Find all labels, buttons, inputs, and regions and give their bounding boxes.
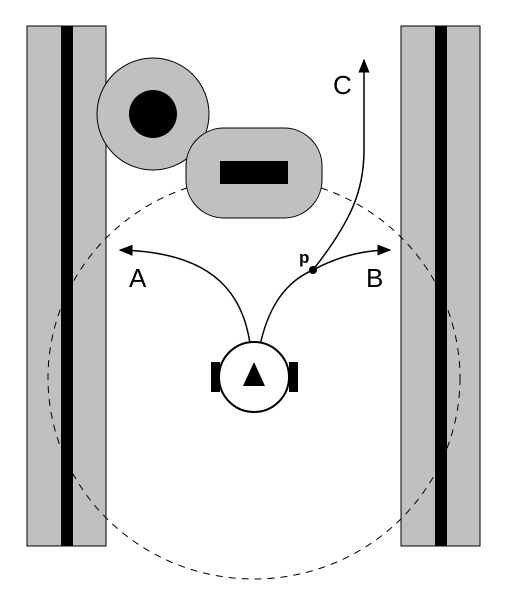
right-wheel xyxy=(289,362,298,392)
rounded-rect-obstacle-icon xyxy=(185,127,323,219)
label-a: A xyxy=(129,263,147,293)
left-wheel xyxy=(211,362,220,392)
heading-triangle-icon xyxy=(243,362,265,386)
label-p: p xyxy=(299,248,309,267)
branch-point-dot xyxy=(309,266,317,274)
path-c-curve xyxy=(312,58,370,271)
path-b-curve xyxy=(312,244,392,271)
label-b: B xyxy=(366,263,383,293)
label-c: C xyxy=(333,70,352,100)
circle-obstacle-icon xyxy=(96,57,210,171)
sensor-range-circle xyxy=(47,176,461,580)
left-wall xyxy=(26,25,107,547)
right-wall xyxy=(400,25,481,547)
differential-drive-robot-icon xyxy=(211,341,298,413)
